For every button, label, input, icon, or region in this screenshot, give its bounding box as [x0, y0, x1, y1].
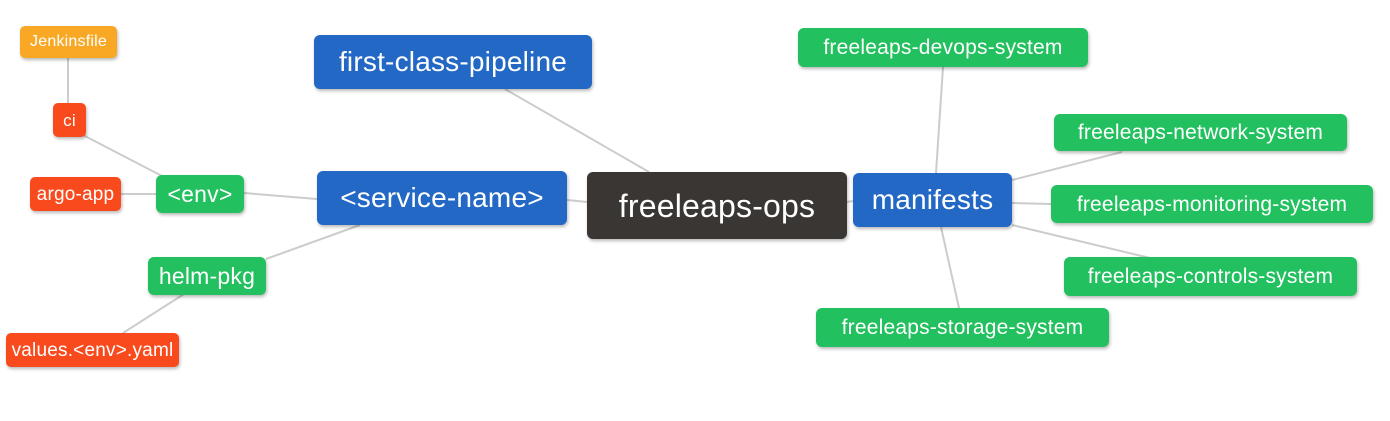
- edge-manifests-devops: [935, 66, 944, 174]
- node-freeleaps-storage-system[interactable]: freeleaps-storage-system: [816, 308, 1109, 347]
- edge-manifests-monitoring: [1011, 202, 1052, 205]
- node-argo-app[interactable]: argo-app: [30, 177, 121, 211]
- node-helm-pkg[interactable]: helm-pkg: [148, 257, 266, 295]
- node-first-class-pipeline[interactable]: first-class-pipeline: [314, 35, 592, 89]
- edge-helmpkg-values: [122, 293, 185, 334]
- edge-ci-env: [82, 134, 163, 177]
- edge-servicename-root: [566, 199, 588, 203]
- node-values-env-yaml[interactable]: values.<env>.yaml: [6, 333, 179, 367]
- node-freeleaps-devops-system[interactable]: freeleaps-devops-system: [798, 28, 1088, 67]
- edge-pipeline-root: [504, 88, 650, 173]
- edge-root-manifests: [845, 200, 855, 203]
- node-root-freeleaps-ops[interactable]: freeleaps-ops: [587, 172, 847, 239]
- node-freeleaps-controls-system[interactable]: freeleaps-controls-system: [1064, 257, 1357, 296]
- node-ci[interactable]: ci: [53, 103, 86, 137]
- node-freeleaps-network-system[interactable]: freeleaps-network-system: [1054, 114, 1347, 151]
- node-env[interactable]: <env>: [156, 175, 244, 213]
- node-freeleaps-monitoring-system[interactable]: freeleaps-monitoring-system: [1051, 185, 1373, 223]
- edge-servicename-helmpkg: [265, 224, 361, 260]
- edge-manifests-controls: [1011, 224, 1151, 259]
- node-jenkinsfile[interactable]: Jenkinsfile: [20, 26, 117, 58]
- edge-manifests-storage: [940, 226, 960, 309]
- edge-env-servicename: [243, 192, 318, 200]
- edge-manifests-network: [1011, 151, 1123, 181]
- node-service-name[interactable]: <service-name>: [317, 171, 567, 225]
- node-manifests[interactable]: manifests: [853, 173, 1012, 227]
